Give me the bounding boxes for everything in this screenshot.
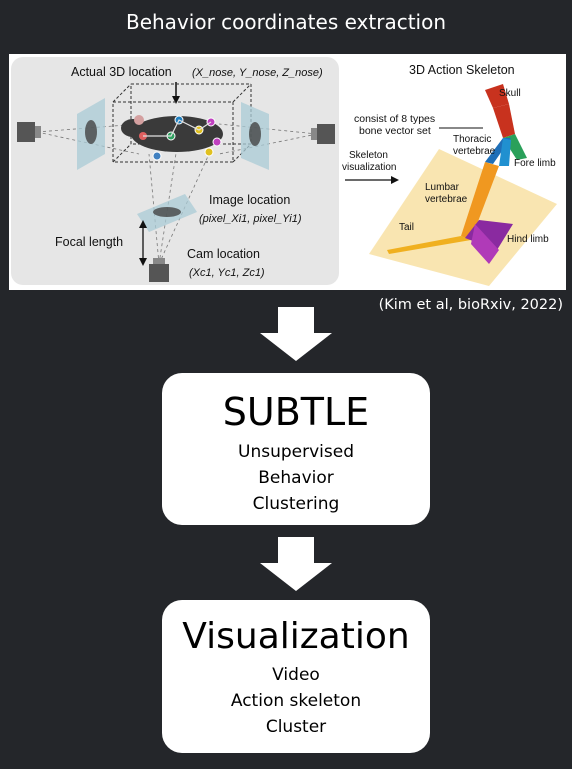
ground-plane: [369, 149, 557, 286]
cam-location-label: Cam location: [187, 247, 260, 261]
camera-bottom-icon: [149, 258, 169, 282]
tail-label: Tail: [399, 222, 414, 233]
hind-limb-label: Hind limb: [507, 234, 549, 245]
down-arrow-1: [260, 307, 332, 361]
lumbar-bone: [461, 162, 499, 240]
thoracic-label-line1: Thoracic: [453, 134, 491, 145]
camera-left-icon: [17, 122, 41, 142]
visualization-box: Visualization Video Action skeleton Clus…: [162, 600, 430, 753]
cam-location-math: (Xc1, Yc1, Zc1): [189, 267, 265, 279]
left-panel-bg: [11, 57, 339, 285]
skeleton-vis-label-line1: Skeleton: [349, 150, 388, 161]
actual-location-label: Actual 3D location: [71, 65, 172, 79]
pipeline-figure: Actual 3D location (X_nose, Y_nose, Z_no…: [9, 54, 566, 290]
subtle-box: SUBTLE Unsupervised Behavior Clustering: [162, 373, 430, 525]
skull-label: Skull: [499, 88, 521, 99]
citation: (Kim et al, bioRxiv, 2022): [378, 297, 563, 313]
image-location-label: Image location: [209, 193, 290, 207]
visualization-title: Visualization: [182, 616, 410, 657]
subtle-title: SUBTLE: [222, 390, 370, 434]
subtle-line-unsupervised: Unsupervised: [238, 441, 354, 462]
camera-right-icon: [311, 124, 335, 144]
subtle-line-clustering: Clustering: [252, 493, 340, 514]
subtle-line-behavior: Behavior: [258, 467, 334, 488]
lumbar-label-line2: vertebrae: [425, 194, 468, 205]
visualization-line-video: Video: [272, 664, 320, 685]
action-skeleton-title: 3D Action Skeleton: [409, 63, 515, 77]
visualization-line-action-skeleton: Action skeleton: [230, 690, 362, 711]
actual-location-math: (X_nose, Y_nose, Z_nose): [192, 67, 323, 79]
skull-bone: [485, 84, 509, 108]
mouse-skeleton: [121, 115, 223, 161]
focal-length-label: Focal length: [55, 235, 123, 249]
thoracic-label-line2: vertebrae: [453, 146, 496, 157]
lumbar-label-line1: Lumbar: [425, 182, 460, 193]
fore-limb-label: Fore limb: [514, 158, 556, 169]
skeleton-vis-label-line2: visualization: [342, 162, 396, 173]
tail-bone: [387, 236, 471, 254]
consist-label-line2: bone vector set: [359, 125, 431, 137]
image-location-math: (pixel_Xi1, pixel_Yi1): [199, 213, 302, 225]
page-title: Behavior coordinates extraction: [125, 10, 447, 34]
visualization-line-cluster: Cluster: [265, 716, 327, 737]
down-arrow-2: [260, 537, 332, 591]
consist-label-line1: consist of 8 types: [354, 113, 435, 125]
